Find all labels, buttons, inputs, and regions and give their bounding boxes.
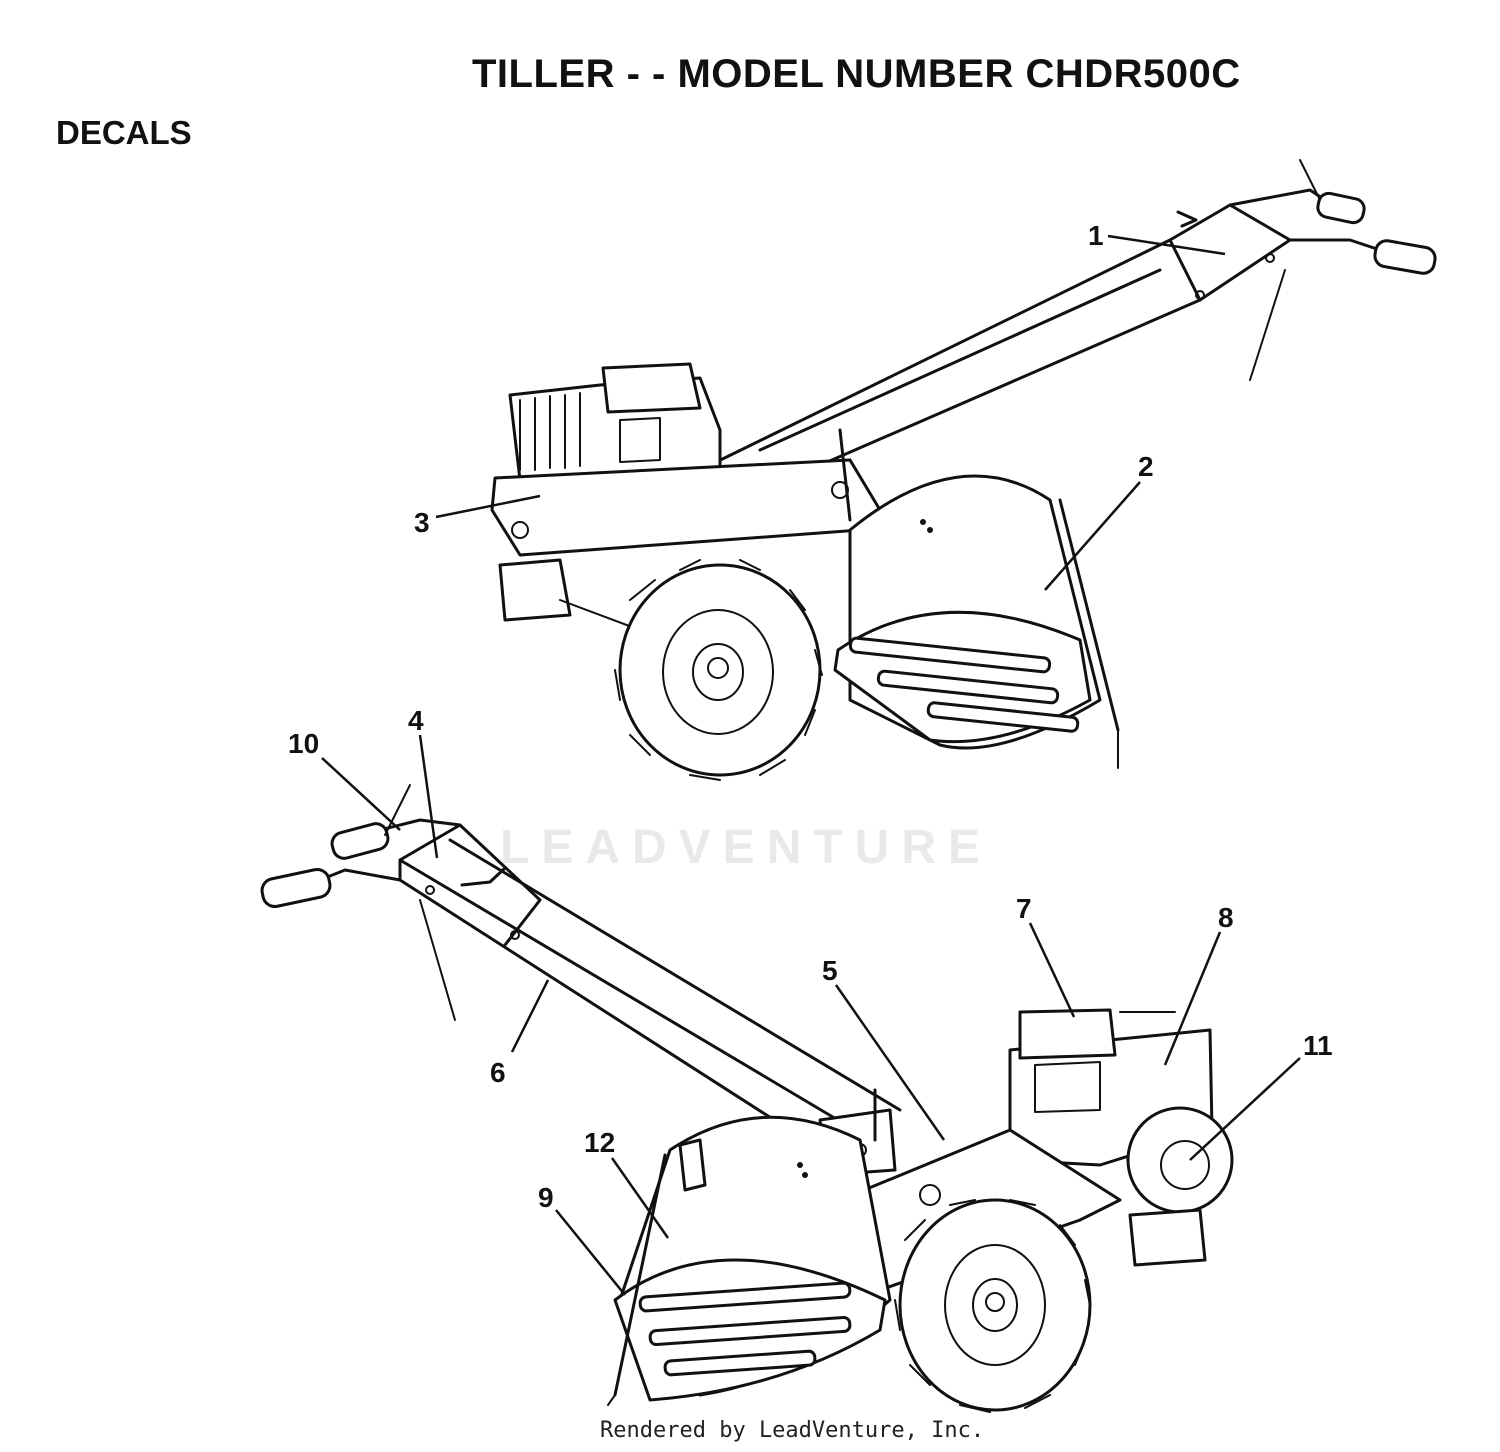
callout-6: 6 xyxy=(490,1057,506,1088)
watermark-text: LEADVENTURE xyxy=(500,821,993,874)
lower-tiller-illustration xyxy=(260,784,1234,1413)
upper-tiller-illustration xyxy=(490,159,1437,781)
section-heading: DECALS xyxy=(56,114,192,151)
callout-2: 2 xyxy=(1138,451,1154,482)
callout-9: 9 xyxy=(538,1182,554,1213)
callout-1: 1 xyxy=(1088,220,1104,251)
leader-lines xyxy=(321,234,1301,1296)
footer-credit: Rendered by LeadVenture, Inc. xyxy=(600,1418,985,1443)
callout-5: 5 xyxy=(822,955,838,986)
callout-3: 3 xyxy=(414,507,430,538)
callout-10: 10 xyxy=(288,728,319,759)
callout-8: 8 xyxy=(1218,902,1234,933)
page-title: TILLER - - MODEL NUMBER CHDR500C xyxy=(472,52,1241,96)
callout-12: 12 xyxy=(584,1127,615,1158)
callout-7: 7 xyxy=(1016,893,1032,924)
callout-4: 4 xyxy=(408,705,424,736)
callout-11: 11 xyxy=(1303,1030,1333,1061)
callout-labels: 1 2 3 4 5 6 7 8 9 10 11 12 xyxy=(288,220,1333,1213)
